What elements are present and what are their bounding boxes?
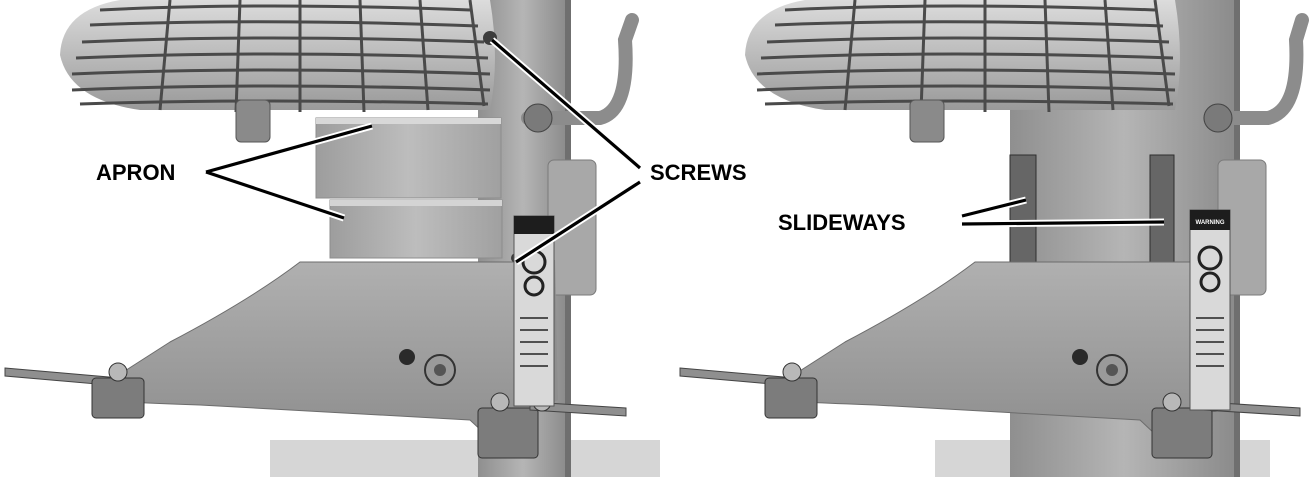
- guard-arm: [521, 13, 639, 125]
- photo-apron-installed: [4, 0, 660, 477]
- apron-upper-plate: [315, 117, 502, 199]
- slideway-right: [1149, 154, 1175, 264]
- bowl-support-right: [766, 261, 1216, 449]
- bowl-guard-right: [745, 0, 1180, 113]
- apron: [315, 117, 503, 259]
- right-clamp-block: [477, 407, 539, 459]
- bowl-shaft-right: [909, 99, 945, 143]
- floor: [270, 440, 660, 477]
- apron-label: APRON: [96, 160, 175, 185]
- bowl-guard: [60, 0, 495, 113]
- warning-decal: WARNING: [1189, 209, 1231, 411]
- guard-arm-right: [1203, 13, 1309, 125]
- bowl-shaft: [235, 99, 271, 143]
- apron-callout-leaders: [204, 122, 373, 222]
- bowl-support: [91, 261, 546, 449]
- side-hole-right: [1072, 349, 1088, 365]
- screws-callout-leaders: [489, 37, 643, 265]
- screws-label: SCREWS: [650, 160, 747, 185]
- warning-decal-title: WARNING: [1196, 220, 1225, 226]
- photo-apron-removed: WARNING: [679, 0, 1309, 477]
- left-clamp-block-right: [764, 377, 818, 419]
- side-hole: [399, 349, 415, 365]
- slideways-callout-leaders: [961, 196, 1165, 228]
- left-clamp-block: [91, 377, 145, 419]
- right-clamp-block-right: [1151, 407, 1213, 459]
- slideways-label: SLIDEWAYS: [778, 210, 906, 235]
- slideway-left: [1009, 154, 1037, 266]
- apron-lower-plate: [329, 199, 503, 259]
